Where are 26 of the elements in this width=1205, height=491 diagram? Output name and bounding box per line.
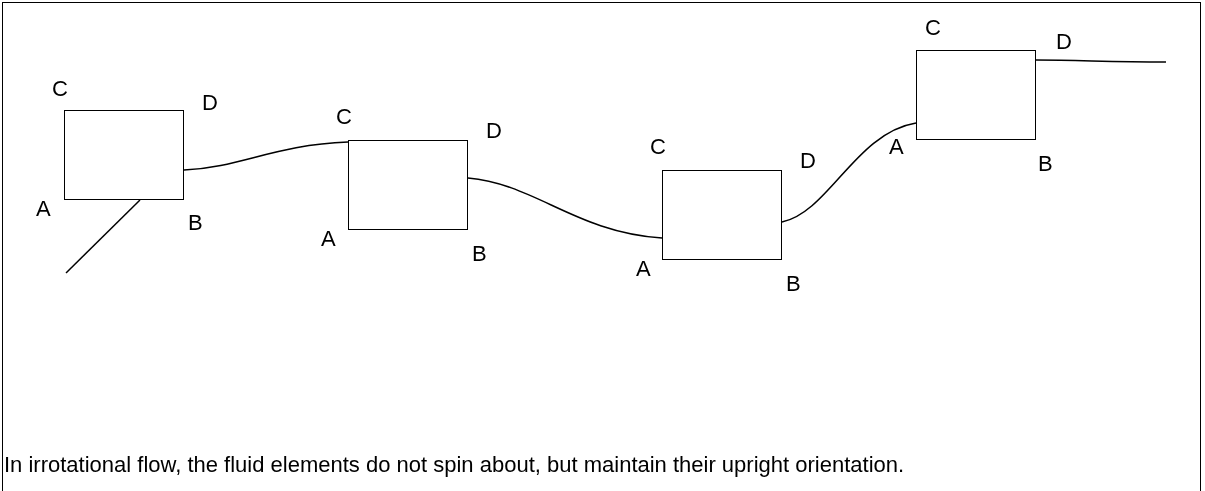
corner-label: A (889, 136, 904, 158)
corner-label: C (650, 136, 666, 158)
corner-label: C (52, 78, 68, 100)
corner-label: D (1056, 31, 1072, 53)
corner-label: D (800, 150, 816, 172)
corner-label: A (636, 258, 651, 280)
corner-label: C (336, 106, 352, 128)
corner-label: A (321, 228, 336, 250)
fluid-element-square (64, 110, 184, 200)
corner-label: C (925, 17, 941, 39)
fluid-element-square (916, 50, 1036, 140)
caption: In irrotational flow, the fluid elements do not spin about, but maintain their upright orientation. (4, 452, 905, 478)
corner-label: D (202, 92, 218, 114)
pathline (183, 141, 349, 171)
pathline (467, 177, 663, 239)
fluid-element-square (662, 170, 782, 260)
corner-label: D (486, 120, 502, 142)
corner-label: B (786, 273, 801, 295)
pathline (1035, 59, 1167, 63)
pathline (781, 122, 917, 223)
fluid-element-square (348, 140, 468, 230)
corner-label: A (36, 198, 51, 220)
pathline (65, 199, 141, 274)
corner-label: B (472, 243, 487, 265)
corner-label: B (1038, 153, 1053, 175)
corner-label: B (188, 212, 203, 234)
